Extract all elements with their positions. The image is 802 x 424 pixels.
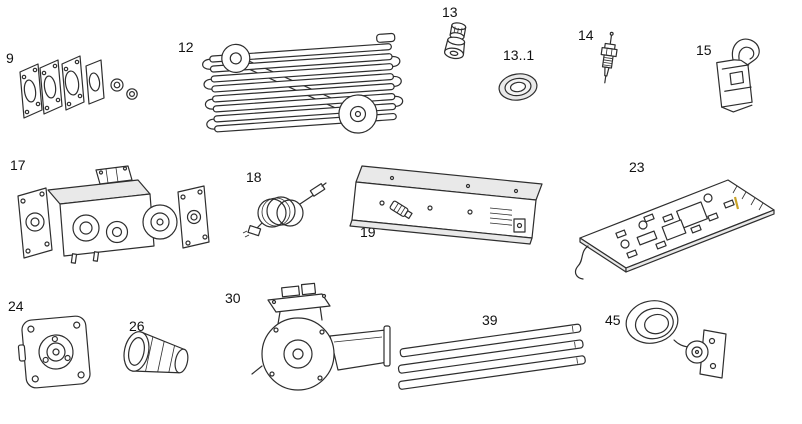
capillary-sensor-illustration xyxy=(625,300,727,379)
part-15: 15 xyxy=(696,38,760,113)
ignition-electrode-illustration xyxy=(600,31,618,84)
part-12-label: 12 xyxy=(178,39,194,55)
part-17: 17 xyxy=(10,157,210,264)
part-30-label: 30 xyxy=(225,290,241,306)
control-chassis-illustration xyxy=(349,165,543,245)
part-45-label: 45 xyxy=(605,312,621,328)
sealing-ring-illustration xyxy=(498,73,538,101)
part-12: 12 xyxy=(178,32,404,134)
mounting-plate-illustration xyxy=(17,315,91,389)
part-15-label: 15 xyxy=(696,42,712,58)
gasket-plate-set-illustration xyxy=(19,55,138,119)
part-45: 45 xyxy=(605,300,727,379)
part-18-label: 18 xyxy=(246,169,262,185)
part-13-1-label: 13..1 xyxy=(503,47,534,63)
part-24: 24 xyxy=(8,298,91,389)
cap-knob-illustration xyxy=(123,331,189,374)
circuit-board-illustration xyxy=(574,179,775,280)
part-30: 30 xyxy=(225,282,391,391)
part-14-label: 14 xyxy=(578,27,594,43)
part-17-label: 17 xyxy=(10,157,26,173)
part-19: 19 xyxy=(349,165,543,245)
part-9: 9 xyxy=(6,50,138,119)
part-9-label: 9 xyxy=(6,50,14,66)
board-jumper-wire xyxy=(733,196,740,210)
part-18: 18 xyxy=(242,169,327,238)
blower-assembly-illustration xyxy=(251,282,391,391)
part-24-label: 24 xyxy=(8,298,24,314)
burner-nozzle-illustration xyxy=(444,22,467,60)
part-39-label: 39 xyxy=(482,312,498,328)
part-23: 23 xyxy=(574,159,775,280)
part-14: 14 xyxy=(578,27,618,84)
mounting-bracket-illustration xyxy=(716,38,760,113)
part-13-label: 13 xyxy=(442,4,458,20)
part-13-1: 13..1 xyxy=(498,47,538,101)
part-39: 39 xyxy=(397,312,586,390)
part-26-label: 26 xyxy=(129,318,145,334)
part-26: 26 xyxy=(123,318,189,374)
gas-valve-assembly-illustration xyxy=(17,165,210,264)
insulation-strips-illustration xyxy=(397,323,586,390)
heat-exchanger-illustration xyxy=(202,32,404,134)
part-23-label: 23 xyxy=(629,159,645,175)
thermocouple-illustration xyxy=(242,182,327,238)
part-13: 13 xyxy=(442,4,467,60)
